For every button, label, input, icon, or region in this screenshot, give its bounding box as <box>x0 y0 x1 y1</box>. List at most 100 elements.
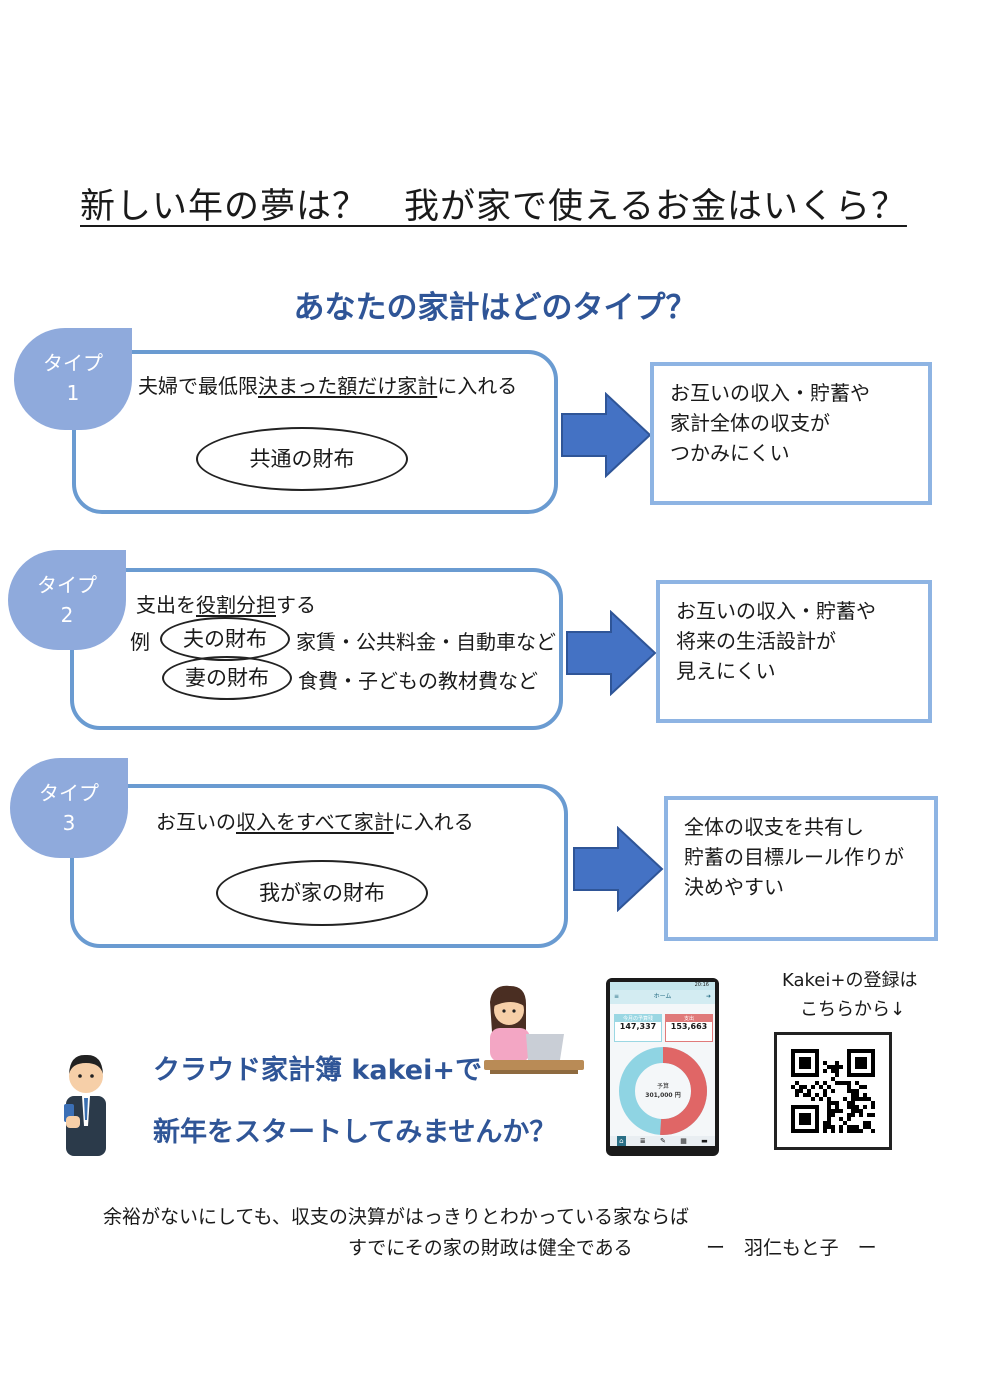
qr-module <box>835 1101 839 1105</box>
qr-module <box>831 1065 835 1069</box>
qr-module <box>799 1057 811 1069</box>
qr-module <box>859 1109 863 1113</box>
qr-module <box>835 1065 839 1069</box>
app-menu-icon[interactable]: ≡ <box>614 993 620 1000</box>
qr-module <box>847 1113 851 1117</box>
qr-module <box>835 1069 839 1073</box>
qr-module <box>823 1061 827 1065</box>
qr-module <box>843 1121 847 1125</box>
qr-module <box>835 1081 839 1085</box>
qr-module <box>819 1097 823 1101</box>
quote-line1: 余裕がないにしても、収支の決算がはっきりとわかっている家ならば <box>103 1206 689 1228</box>
qr-module <box>803 1085 807 1089</box>
qr-module <box>827 1125 831 1129</box>
qr-caption-line1: Kakei+の登録は <box>782 970 918 991</box>
qr-module <box>795 1081 799 1085</box>
qr-module <box>831 1129 835 1133</box>
qr-module <box>835 1109 839 1113</box>
type3-desc-pre: お互いの <box>156 810 236 834</box>
qr-module <box>795 1089 799 1093</box>
qr-module <box>839 1109 843 1113</box>
qr-module <box>823 1069 827 1073</box>
app-card-icon[interactable]: ▬ <box>701 1137 708 1145</box>
qr-module <box>823 1093 827 1097</box>
type2-badge-number: 2 <box>60 603 74 627</box>
app-calendar-icon[interactable]: ▦ <box>680 1137 687 1145</box>
type2-desc-post: する <box>276 593 316 617</box>
qr-module <box>807 1093 811 1097</box>
app-budget-donut-chart: 予算 301,000 円 <box>619 1047 707 1135</box>
type2-example-label: 例 <box>130 630 150 654</box>
type2-card <box>70 568 563 730</box>
qr-module <box>823 1081 827 1085</box>
type2-badge: タイプ 2 <box>8 550 126 650</box>
type1-badge-number: 1 <box>66 381 80 405</box>
qr-module <box>851 1093 855 1097</box>
type3-wallet-oval: 我が家の財布 <box>216 860 428 926</box>
type3-badge: タイプ 3 <box>10 758 128 858</box>
donut-expense-arc <box>619 1047 707 1135</box>
type2-wife-wallet-oval: 妻の財布 <box>162 656 292 700</box>
app-bottom-nav: ⌂ ≣ ✎ ▦ ▬ <box>610 1136 715 1146</box>
type3-description: お互いの収入をすべて家計に入れる <box>156 806 474 835</box>
qr-code-icon[interactable] <box>791 1049 875 1133</box>
qr-module <box>871 1101 875 1105</box>
qr-module <box>851 1109 855 1113</box>
type3-desc-underlined: 収入をすべて家計 <box>236 810 394 834</box>
qr-module <box>839 1117 843 1121</box>
app-home-icon[interactable]: ⌂ <box>617 1136 626 1146</box>
qr-module <box>827 1101 831 1105</box>
qr-module <box>859 1085 863 1089</box>
qr-module <box>859 1097 863 1101</box>
app-logout-icon[interactable]: ➜ <box>705 993 711 1000</box>
donut-center-value: 301,000 円 <box>645 1092 680 1099</box>
type3-result-line: 全体の収支を共有し <box>684 815 864 839</box>
qr-module <box>851 1125 855 1129</box>
qr-module <box>855 1105 859 1109</box>
qr-module <box>831 1109 835 1113</box>
section-subtitle: あなたの家計はどのタイプ？ <box>293 290 697 326</box>
qr-module <box>807 1089 811 1093</box>
woman-laptop-illustration <box>484 985 584 1074</box>
qr-module <box>823 1121 827 1125</box>
type2-result-box: お互いの収入・貯蓄や 将来の生活設計が 見えにくい <box>656 580 932 723</box>
type3-result-line: 決めやすい <box>684 875 784 899</box>
quote-line2: すでにその家の財政は健全である <box>348 1237 633 1259</box>
type2-arrow-icon <box>566 610 657 696</box>
qr-module <box>823 1125 827 1129</box>
qr-module <box>827 1105 831 1109</box>
app-list-icon[interactable]: ≣ <box>639 1137 646 1145</box>
app-edit-icon[interactable]: ✎ <box>660 1137 666 1145</box>
qr-module <box>799 1085 803 1089</box>
qr-module <box>867 1121 871 1125</box>
qr-module <box>843 1097 847 1101</box>
type2-desc-pre: 支出を <box>136 593 196 617</box>
page-title: 新しい年の夢は？ 我が家で使えるお金はいくら？ <box>80 187 907 227</box>
qr-module <box>831 1101 835 1105</box>
qr-module <box>847 1085 851 1089</box>
qr-module <box>855 1093 859 1097</box>
type2-wife-desc: 食費・子どもの教材費など <box>298 669 538 693</box>
qr-module <box>859 1129 863 1133</box>
app-status-bar: 20:16 <box>610 982 715 990</box>
type2-desc-underlined: 役割分担 <box>196 593 276 617</box>
quote-attribution: ー 羽仁もと子 ー <box>706 1237 877 1259</box>
qr-code-frame[interactable] <box>774 1032 892 1150</box>
qr-module <box>831 1069 835 1073</box>
qr-module <box>827 1117 831 1121</box>
type1-desc-pre: 夫婦で最低限 <box>138 374 258 398</box>
qr-module <box>851 1089 855 1093</box>
type3-badge-number: 3 <box>62 811 76 835</box>
qr-module <box>847 1081 851 1085</box>
type1-wallet-oval: 共通の財布 <box>196 427 408 491</box>
qr-module <box>791 1085 795 1089</box>
donut-center-label: 予算 <box>657 1082 669 1090</box>
qr-module <box>843 1081 847 1085</box>
type2-result-line: お互いの収入・貯蓄や <box>676 599 876 623</box>
qr-module <box>827 1097 831 1101</box>
type3-result-line: 貯蓄の目標ルール作りが <box>684 845 904 869</box>
qr-module <box>871 1129 875 1133</box>
qr-module <box>855 1125 859 1129</box>
app-income-value: 147,337 <box>619 1022 657 1031</box>
qr-module <box>799 1113 811 1125</box>
